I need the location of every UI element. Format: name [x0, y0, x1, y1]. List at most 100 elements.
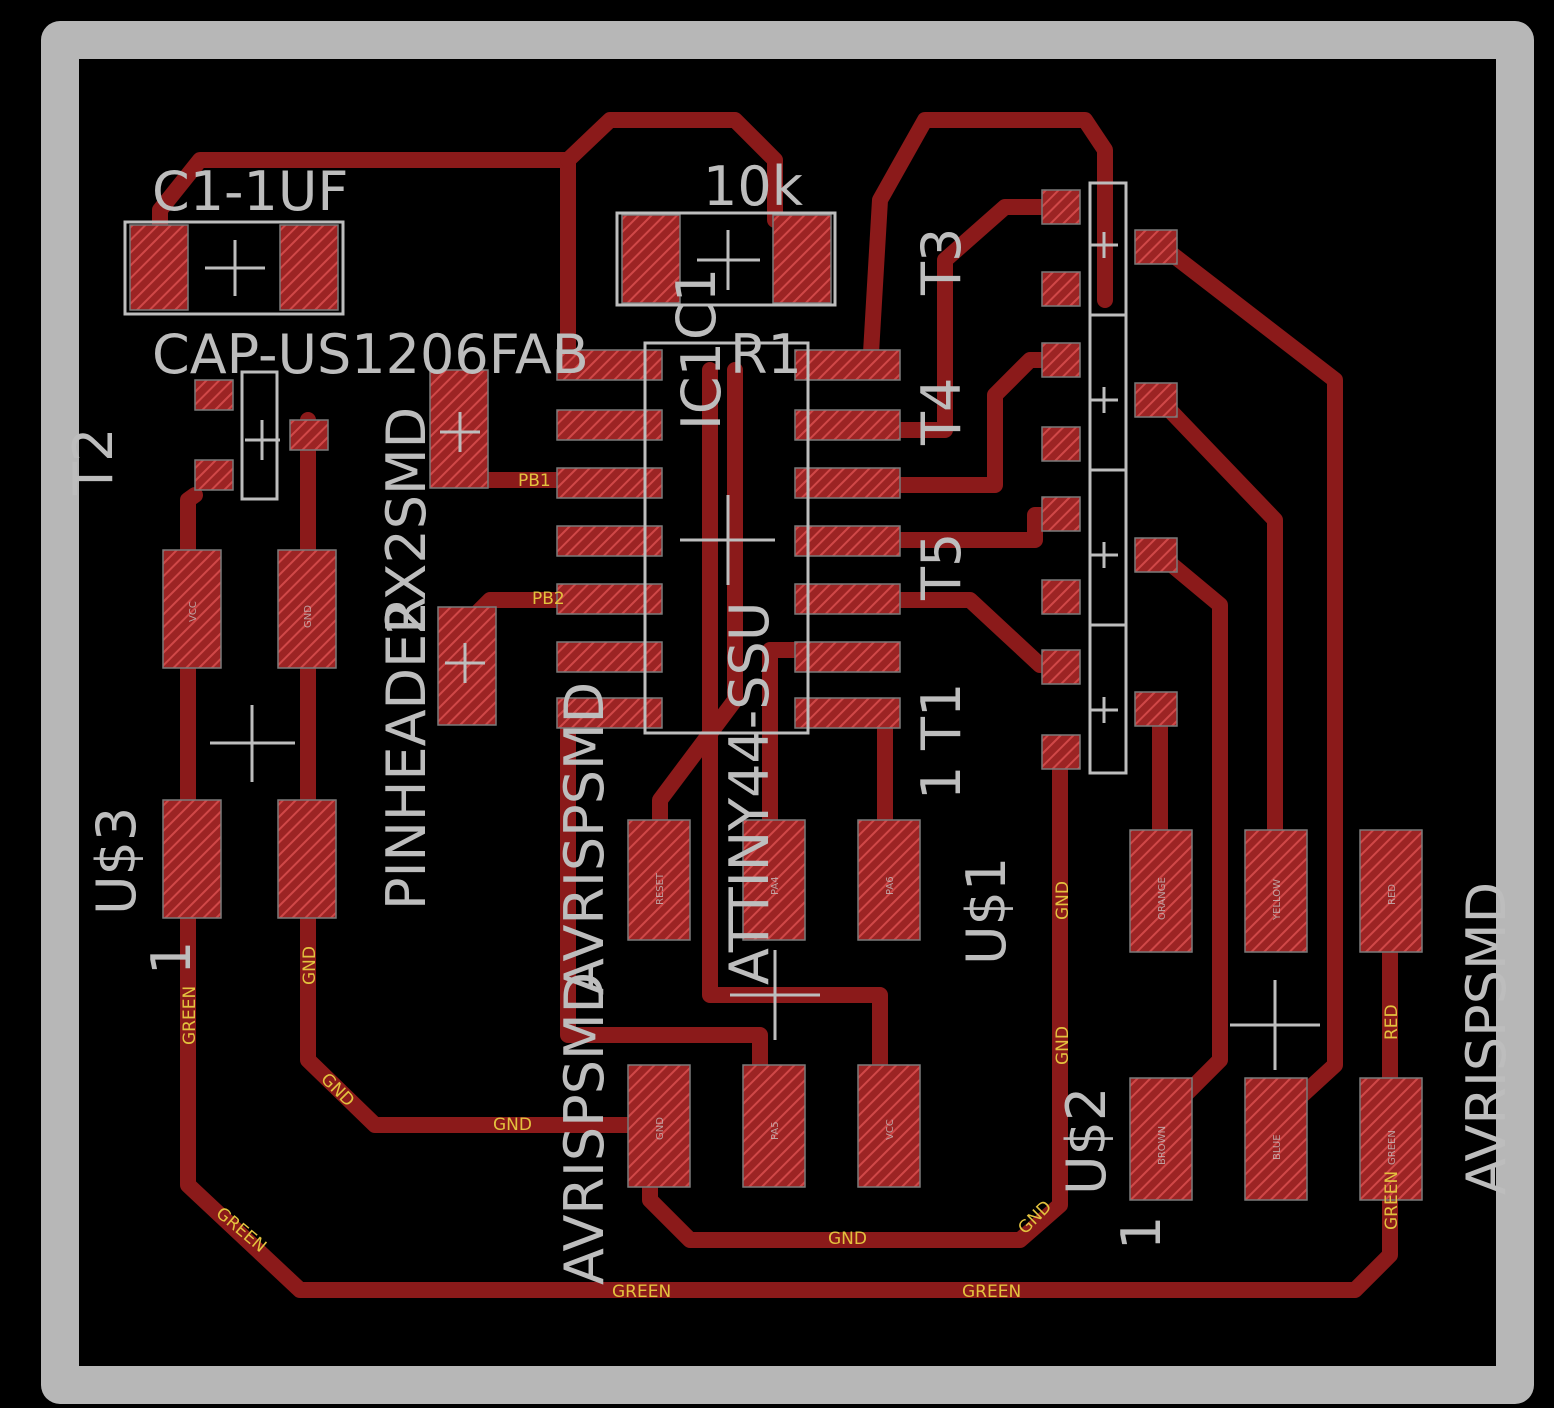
- net-label-pb2: PB2: [532, 589, 565, 609]
- label-t3: T3: [910, 228, 973, 296]
- pad-us3-1: [162, 799, 222, 919]
- pad-text-blue: BLUE: [1272, 1134, 1283, 1160]
- trace-pa4-in: [762, 642, 808, 838]
- ic-pin-10: [794, 583, 901, 615]
- net-label-red: RED: [1382, 1004, 1402, 1040]
- label-r1-value: 10k: [703, 155, 804, 218]
- label-us2-pin: 1: [1110, 1216, 1173, 1250]
- trace-t3: [892, 199, 1068, 438]
- board-outline: [41, 21, 1534, 1404]
- pad-yellow: [1244, 829, 1308, 953]
- pad-text-brown: BROWN: [1157, 1126, 1168, 1165]
- pad-c1-1: [129, 224, 189, 311]
- net-label-gnd-6: GND: [1053, 1026, 1073, 1065]
- ic-pin-13: [794, 409, 901, 441]
- net-label-green-1: GREEN: [180, 986, 200, 1045]
- trace-top-center: [560, 112, 783, 228]
- label-t4: T4: [910, 378, 973, 446]
- net-label-green-5: GREEN: [1382, 1171, 1402, 1230]
- trace-t4: [892, 352, 1068, 493]
- trace-reset: [560, 702, 768, 1098]
- label-avrisp-left-upper: AVRISPSMD: [553, 682, 616, 995]
- trace-green: [180, 487, 1398, 1298]
- pad-text-pa6: PA6: [885, 876, 896, 895]
- label-us1: U$1: [955, 857, 1018, 965]
- ic-pin-9: [794, 641, 901, 673]
- label-us2: U$2: [1055, 1087, 1118, 1195]
- label-us3: U$3: [85, 807, 148, 915]
- pads: [129, 189, 1423, 1201]
- trace-yellow: [1152, 392, 1283, 868]
- trace-pa5-in: [652, 362, 743, 838]
- pad-reset: [627, 819, 691, 941]
- label-r1-name: R1: [730, 323, 802, 386]
- pad-us3-vcc: [162, 549, 222, 669]
- pad-t2-2: [289, 419, 329, 451]
- pad-t2-1: [194, 379, 234, 411]
- label-attiny: ATTINY44-SSU: [718, 602, 781, 985]
- pad-text-pa5: PA5: [770, 1121, 781, 1140]
- net-label-gnd-4: GND: [300, 946, 320, 985]
- net-label-green-4: GREEN: [962, 1282, 1021, 1302]
- label-us3-pin: 1: [140, 941, 203, 975]
- pad-pa5: [742, 1064, 806, 1188]
- trace-1t1: [892, 592, 1068, 673]
- pad-blue: [1244, 1077, 1308, 1201]
- trace-blue: [1152, 237, 1343, 1128]
- pad-us3-gnd: [277, 549, 337, 669]
- pad-text-yellow: YELLOW: [1272, 879, 1283, 921]
- label-t5: T5: [910, 533, 973, 601]
- pad-vcc-bottom: [857, 1064, 921, 1188]
- label-2x2smd: 2X2SMD: [375, 407, 438, 635]
- pad-text-red: RED: [1387, 884, 1398, 905]
- net-label-green-2: GREEN: [212, 1204, 270, 1257]
- pad-text-reset: RESET: [655, 872, 666, 905]
- pad-text-pa4: PA4: [770, 876, 781, 895]
- pad-us3-2: [277, 799, 337, 919]
- trace-gnd-left: [300, 412, 668, 1133]
- ic-pin-11: [794, 525, 901, 557]
- pad-r1-1: [621, 214, 681, 304]
- pad-pa6: [857, 819, 921, 941]
- net-label-gnd-5: GND: [1053, 881, 1073, 920]
- net-label-green-3: GREEN: [612, 1282, 671, 1302]
- label-c1-package: CAP-US1206FAB: [152, 323, 589, 386]
- label-t1: T1: [910, 683, 973, 751]
- t2-outline: [240, 370, 279, 501]
- pad-gnd-bottom: [627, 1064, 691, 1188]
- pad-text-vcc-b: VCC: [885, 1119, 896, 1140]
- r1-outline: [615, 211, 837, 307]
- pad-t1-3: [1134, 691, 1178, 727]
- pad-t1-1: [1041, 649, 1081, 685]
- pad-text-vcc: VCC: [188, 601, 199, 622]
- pad-c1-2: [279, 224, 339, 311]
- trace-bottom-left: [642, 742, 1068, 1248]
- label-ic1: IC1: [670, 342, 733, 430]
- c1-outline: [123, 220, 345, 316]
- net-label-gnd-1: GND: [493, 1115, 532, 1135]
- pad-green: [1359, 1077, 1423, 1201]
- pad-t4-2: [1041, 426, 1081, 462]
- ic-pin-12: [794, 467, 901, 499]
- transistor-bracket: [1088, 181, 1128, 775]
- net-label-gnd-2: GND: [828, 1229, 867, 1249]
- pad-t4-1: [1041, 342, 1081, 378]
- pad-text-green: GREEN: [1387, 1130, 1398, 1165]
- ic-pin-8: [794, 697, 901, 729]
- ic-pin-14: [794, 349, 901, 381]
- net-label-pb1: PB1: [518, 471, 551, 491]
- pad-text-gnd: GND: [303, 605, 314, 628]
- pad-t1-2: [1041, 734, 1081, 770]
- label-c1-value: C1-1UF: [152, 160, 349, 223]
- pad-t3-1: [1041, 189, 1081, 225]
- pad-pa4: [742, 819, 806, 941]
- pad-t5-3: [1134, 537, 1178, 573]
- pad-t5-2: [1041, 579, 1081, 615]
- pad-r1-2: [772, 214, 832, 304]
- pad-t5-1: [1041, 496, 1081, 532]
- pad-brown: [1129, 1077, 1193, 1201]
- label-t1-prefix: 1: [910, 766, 973, 800]
- pad-text-orange: ORANGE: [1157, 877, 1168, 920]
- silkscreen: [123, 181, 1320, 1070]
